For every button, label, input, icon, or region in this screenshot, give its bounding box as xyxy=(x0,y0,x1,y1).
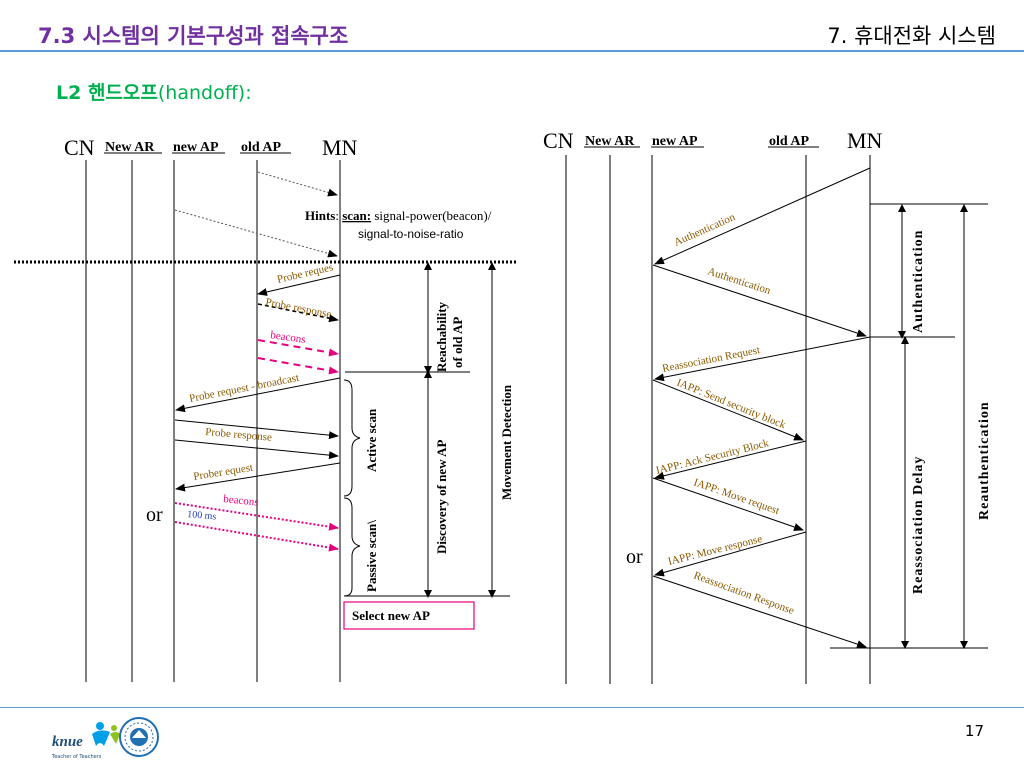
knue-figure-icon xyxy=(92,722,120,746)
knue-logo-tagline: Teacher of Teachers xyxy=(52,754,102,760)
msg-auth-2: Authentication xyxy=(706,265,772,297)
msg-iapp-ack: IAPP: Ack Security Block xyxy=(655,437,771,477)
entity-cn-left: CN xyxy=(64,135,95,160)
hints-line1: Hints: scan: signal-power(beacon)/ xyxy=(305,208,492,223)
slide-subtitle: L2 핸드오프(handoff): xyxy=(56,78,252,105)
msg-interval: 100 ms xyxy=(187,509,217,523)
left-lifelines xyxy=(85,160,341,682)
chapter-title: 7. 휴대전화 시스템 xyxy=(827,24,996,48)
entity-oldap-right: old AP xyxy=(769,134,810,149)
entity-mn-right: MN xyxy=(847,128,883,153)
subtitle-normal: (handoff): xyxy=(157,82,252,104)
msg-beacons-2: beacons xyxy=(223,493,259,509)
label-reachability-1: Reachability xyxy=(434,301,449,372)
footer-divider xyxy=(0,707,1024,708)
university-seal-icon xyxy=(119,717,159,757)
entity-newar-left: New AR xyxy=(105,140,155,155)
passive-scan-brace xyxy=(343,497,361,597)
msg-reassoc-response: Reassociation Response xyxy=(692,570,796,618)
label-authentication: Authentication xyxy=(911,230,926,333)
active-scan-brace xyxy=(343,379,361,497)
msg-iapp-move: IAPP: Move request xyxy=(692,476,781,517)
msg-reassoc-request: Reassociation Request xyxy=(661,344,761,375)
label-movement-detection: Movement Detection xyxy=(499,384,514,500)
right-lifelines xyxy=(565,155,871,684)
label-passive-scan: Passive scan\ xyxy=(364,520,379,592)
left-diagram: CN New AR new AP old AP MN Hints: scan: … xyxy=(14,135,516,682)
msg-iapp-move-response: IAPP: Move response xyxy=(667,533,764,568)
msg-probe-response-2: Probe response xyxy=(205,426,273,444)
right-diagram: CN New AR new AP old AP MN Authenticatio… xyxy=(543,128,992,684)
msg-beacons-1: beacons xyxy=(270,329,307,346)
msg-iapp-send: IAPP: Send security block xyxy=(675,377,788,432)
hints-line2: signal-to-noise-ratio xyxy=(358,227,464,241)
header-divider xyxy=(0,50,1024,52)
entity-newar-right: New AR xyxy=(585,134,635,149)
select-new-ap-label: Select new AP xyxy=(352,608,430,623)
knue-logo-text: knue xyxy=(52,734,83,750)
msg-probe-broadcast: Probe request - broadcast xyxy=(188,372,300,405)
entity-cn-right: CN xyxy=(543,128,574,153)
section-title: 7.3 시스템의 기본구성과 접속구조 xyxy=(38,24,349,48)
msg-probe-request: Probe reques xyxy=(276,261,334,286)
label-reauthentication: Reauthentication xyxy=(977,401,992,520)
entity-newap-left: new AP xyxy=(173,140,219,155)
msg-auth-1: Authentication xyxy=(672,211,737,249)
entity-oldap-left: old AP xyxy=(241,140,282,155)
or-label-left: or xyxy=(146,504,163,526)
msg-probe-response: Probe response xyxy=(264,296,332,321)
label-reassociation-delay: Reassociation Delay xyxy=(911,456,926,594)
entity-newap-right: new AP xyxy=(652,134,698,149)
label-reachability-2: of old AP xyxy=(450,317,465,368)
msg-prober-request: Prober equest xyxy=(193,462,254,483)
select-new-ap-box xyxy=(343,601,475,630)
subtitle-bold: L2 핸드오프 xyxy=(56,82,158,104)
page-number: 17 xyxy=(964,722,984,740)
label-discovery: Discovery of new AP xyxy=(434,439,449,554)
label-active-scan: Active scan xyxy=(364,408,379,472)
or-label-right: or xyxy=(626,546,643,568)
entity-mn-left: MN xyxy=(322,135,358,160)
